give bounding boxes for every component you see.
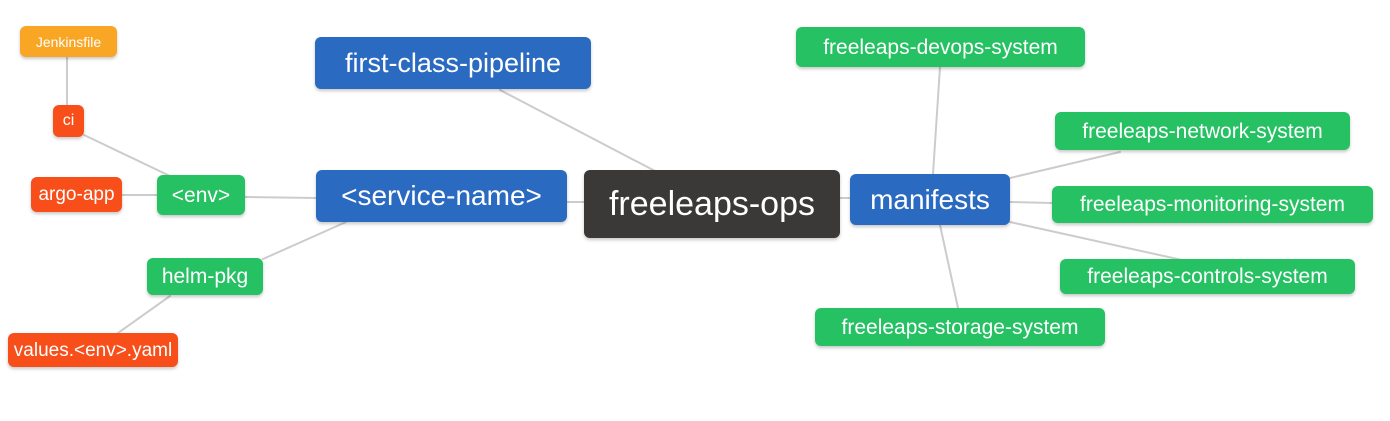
node-manifests[interactable]: manifests bbox=[850, 174, 1010, 225]
node-freeleaps-devops-system[interactable]: freeleaps-devops-system bbox=[796, 27, 1085, 67]
edge-manifests-to-freeleaps-storage-system bbox=[939, 224, 959, 309]
edge-manifests-to-freeleaps-devops-system bbox=[932, 66, 941, 175]
node-values-env-yaml[interactable]: values.<env>.yaml bbox=[8, 333, 178, 367]
edge-first-class-pipeline-to-freeleaps-ops bbox=[499, 89, 656, 172]
node-argo-app[interactable]: argo-app bbox=[31, 177, 122, 212]
node-freeleaps-controls-system[interactable]: freeleaps-controls-system bbox=[1060, 259, 1355, 294]
node-jenkinsfile[interactable]: Jenkinsfile bbox=[20, 26, 117, 57]
edge-manifests-to-freeleaps-network-system bbox=[1009, 151, 1121, 179]
node-service-name[interactable]: <service-name> bbox=[316, 170, 567, 222]
node-first-class-pipeline[interactable]: first-class-pipeline bbox=[315, 37, 591, 89]
node-freeleaps-network-system[interactable]: freeleaps-network-system bbox=[1055, 112, 1350, 150]
node-freeleaps-monitoring-system[interactable]: freeleaps-monitoring-system bbox=[1052, 186, 1373, 223]
node-ci[interactable]: ci bbox=[53, 105, 84, 137]
node-env[interactable]: <env> bbox=[157, 175, 245, 215]
node-freeleaps-storage-system[interactable]: freeleaps-storage-system bbox=[815, 308, 1105, 346]
edge-manifests-to-freeleaps-controls-system bbox=[1009, 221, 1183, 261]
node-helm-pkg[interactable]: helm-pkg bbox=[147, 258, 263, 295]
edge-values-env-yaml-to-helm-pkg bbox=[117, 295, 171, 334]
edge-env-to-service-name bbox=[244, 196, 317, 199]
edge-helm-pkg-to-service-name bbox=[262, 221, 347, 260]
edge-manifests-to-freeleaps-monitoring-system bbox=[1009, 201, 1053, 204]
node-freeleaps-ops[interactable]: freeleaps-ops bbox=[584, 170, 840, 238]
edge-ci-to-env bbox=[83, 134, 171, 177]
